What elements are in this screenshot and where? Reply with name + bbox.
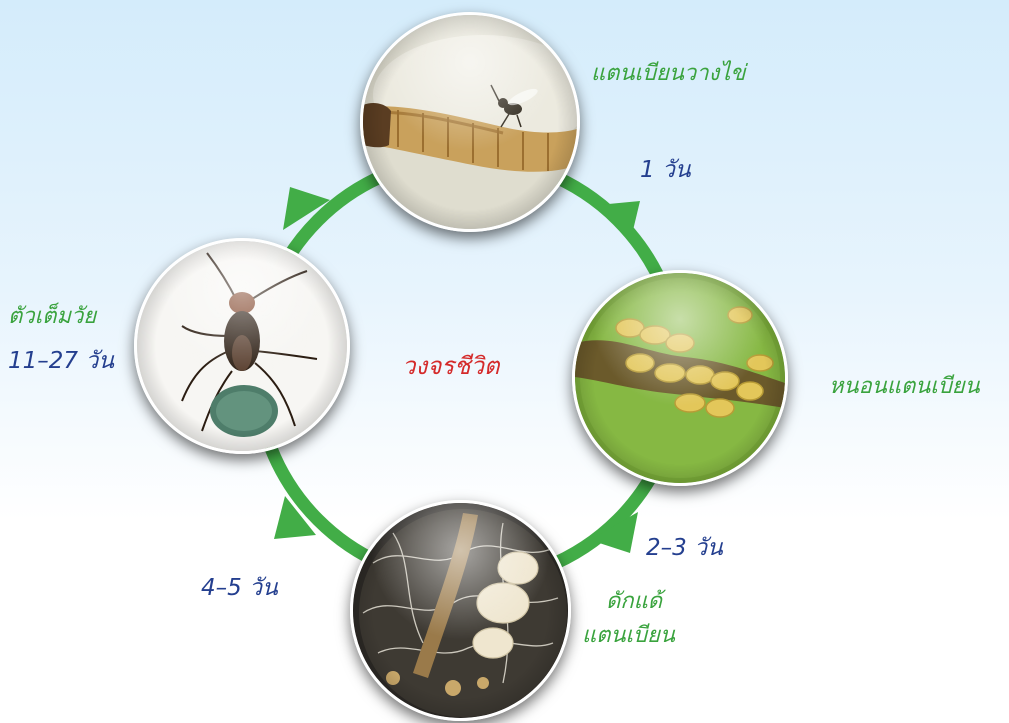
duration-egg-to-larva: 1 วัน [640,152,691,188]
center-title: วงจรชีวิต [402,346,500,385]
label-larva: หนอนแตนเบียน [829,368,980,403]
larva-with-wasp-icon [363,15,577,229]
pupae-cocoon-icon [353,503,568,718]
stage-adult-photo [134,238,350,454]
wasp-icon [491,85,540,127]
duration-adult-lifespan: 11–27 วัน [8,343,114,379]
stage-egg-laying-photo [360,12,580,232]
stage-larva-photo [572,270,788,486]
larvae-cluster-icon [575,273,785,483]
label-egg-laying: แตนเบียนวางไข่ [591,55,745,90]
stage-pupa-photo [350,500,571,721]
label-pupa-line1: ดักแด้ [606,583,662,618]
adult-wasp-icon [137,241,347,451]
duration-pupa-to-adult: 4–5 วัน [201,570,278,606]
duration-larva-to-pupa: 2–3 วัน [646,530,723,566]
label-pupa-line2: แตนเบียน [582,617,675,652]
label-adult: ตัวเต็มวัย [8,298,96,333]
